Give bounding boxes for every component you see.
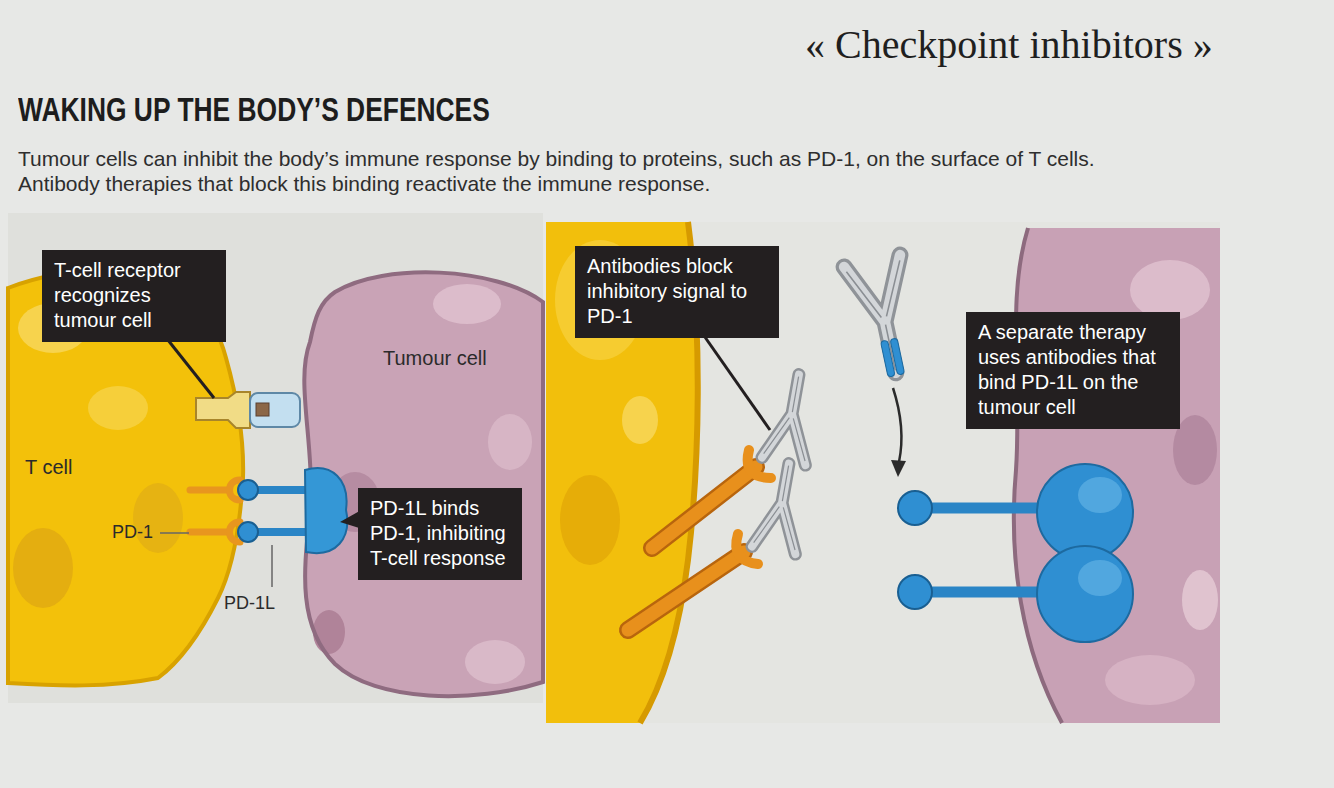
cell-texture xyxy=(488,414,532,470)
callout-text: T-cell receptor recognizes tumour cell xyxy=(54,258,214,333)
callout-text: PD-1L binds PD-1, inhibiting T-cell resp… xyxy=(370,496,510,571)
callout-box: T-cell receptor recognizes tumour cell xyxy=(42,250,226,342)
part-label: PD-1L xyxy=(224,592,275,614)
cell-label: Tumour cell xyxy=(383,346,487,370)
pd1l-ligand xyxy=(238,468,347,553)
cell-membrane xyxy=(304,272,543,696)
right-panel xyxy=(546,222,1220,723)
leader-line xyxy=(160,330,770,587)
binding-arrow xyxy=(891,388,906,477)
intro-text: Tumour cells can inhibit the body’s immu… xyxy=(18,146,1143,196)
cell-body xyxy=(304,272,543,696)
slide-title: « Checkpoint inhibitors » xyxy=(805,22,1213,68)
left-panel xyxy=(8,213,543,703)
cell-texture xyxy=(313,610,345,654)
pd1l-ligand xyxy=(898,464,1133,642)
callout-text: Antibodies block inhibitory signal to PD… xyxy=(587,254,767,329)
pd1-receptor xyxy=(190,480,240,542)
part-label: PD-1 xyxy=(112,521,153,543)
cell-texture xyxy=(465,640,525,684)
cell-body xyxy=(8,270,243,686)
callout-box: Antibodies block inhibitory signal to PD… xyxy=(575,246,779,338)
callout-box: A separate therapy uses antibodies that … xyxy=(966,312,1180,429)
cell-label: T cell xyxy=(25,455,72,479)
cell-texture xyxy=(133,483,183,553)
tumour-cell-illustration xyxy=(1014,228,1220,723)
cell-membrane xyxy=(8,270,243,686)
cell-texture xyxy=(18,303,88,353)
diagram-heading: WAKING UP THE BODY’S DEFENCES xyxy=(18,91,490,129)
cell-texture xyxy=(433,284,501,324)
callout-box: PD-1L binds PD-1, inhibiting T-cell resp… xyxy=(358,488,522,580)
t-cell-receptor xyxy=(196,392,300,428)
cell-texture xyxy=(13,528,73,608)
cell-texture xyxy=(114,306,142,330)
cell-texture xyxy=(88,386,148,430)
callout-text: A separate therapy uses antibodies that … xyxy=(978,320,1168,420)
